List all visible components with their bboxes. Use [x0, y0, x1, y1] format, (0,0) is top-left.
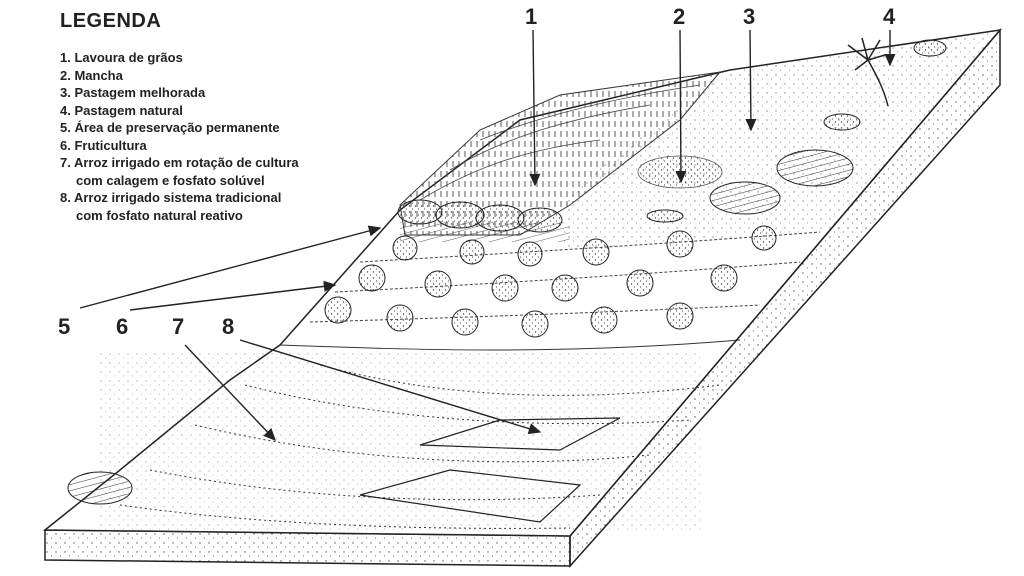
legend-item-continuation: com fosfato natural reativo [76, 207, 243, 223]
legend-item-continuation: com calagem e fosfato solúvel [76, 172, 265, 188]
legend-item: 5. Área de preservação permanente [60, 120, 280, 135]
legend-item: 2. Mancha [60, 67, 123, 83]
preservation-forest [397, 199, 570, 242]
legend-item: 3. Pastagem melhorada [60, 85, 206, 100]
zone-label-2: 2 [673, 4, 686, 29]
legend-item: 7. Arroz irrigado em rotação de cultura [60, 155, 299, 170]
legend: LEGENDA 1. Lavoura de grãos 2. Mancha 3.… [60, 10, 390, 224]
legend-item: 4. Pastagem natural [60, 102, 183, 118]
legend-title: LEGENDA [60, 10, 162, 32]
zone-label-6: 6 [116, 314, 129, 339]
zone-label-8: 8 [222, 314, 235, 339]
zone-label-3: 3 [743, 4, 756, 29]
zone-label-1: 1 [525, 4, 538, 29]
zone-label-5: 5 [58, 314, 71, 339]
orchard-rows [309, 225, 821, 338]
legend-item: 8. Arroz irrigado sistema tradicional [60, 190, 282, 205]
legend-list: 1. Lavoura de grãos 2. Mancha 3. Pastage… [60, 49, 390, 224]
natural-pasture-shrubs [646, 39, 947, 223]
zone-label-4: 4 [883, 4, 896, 29]
legend-item: 6. Fruticultura [60, 137, 147, 153]
label-arrows [79, 29, 896, 442]
palm-tree [847, 37, 889, 107]
legend-item: 1. Lavoura de grãos [60, 50, 183, 65]
zone-label-7: 7 [172, 314, 185, 339]
